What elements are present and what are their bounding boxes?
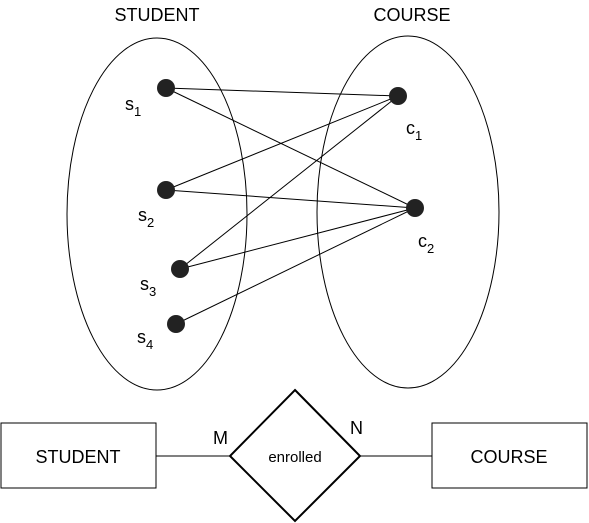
- student-label-s1: s1: [125, 94, 141, 119]
- course-set-title: COURSE: [373, 5, 450, 25]
- enrollment-line-s3-c2: [179, 207, 416, 270]
- student-set-title: STUDENT: [115, 5, 200, 25]
- student-label-s2: s2: [138, 205, 154, 230]
- student-label-s4: s4: [137, 327, 153, 352]
- student-label-s3: s3: [140, 274, 156, 299]
- student-set-ellipse: [66, 37, 248, 391]
- enrollment-lines: [165, 87, 416, 325]
- enrollment-line-s4-c2: [175, 207, 416, 325]
- relationship-label: enrolled: [268, 449, 321, 466]
- enrollment-line-s1-c2: [165, 87, 416, 209]
- course-entity-label: COURSE: [470, 447, 547, 467]
- course-dot-c2: [406, 199, 424, 217]
- course-entity-box: [431, 422, 588, 489]
- enrollment-line-s2-c2: [165, 189, 416, 209]
- course-set-ellipse: [316, 35, 500, 389]
- cardinality-m: M: [213, 428, 228, 448]
- student-dot-s3: [171, 260, 189, 278]
- enrolled-relationship-diamond: [228, 388, 362, 523]
- student-entity-label: STUDENT: [36, 447, 121, 467]
- course-label-c2: c2: [418, 231, 434, 256]
- enrollment-line-s3-c1: [179, 95, 399, 270]
- student-dot-s2: [157, 181, 175, 199]
- student-dot-s4: [167, 315, 185, 333]
- student-dot-s1: [157, 79, 175, 97]
- course-label-c1: c1: [406, 118, 422, 143]
- enrollment-line-s1-c1: [165, 87, 399, 97]
- course-dot-c1: [389, 87, 407, 105]
- enrollment-line-s2-c1: [165, 95, 399, 191]
- cardinality-n: N: [350, 418, 363, 438]
